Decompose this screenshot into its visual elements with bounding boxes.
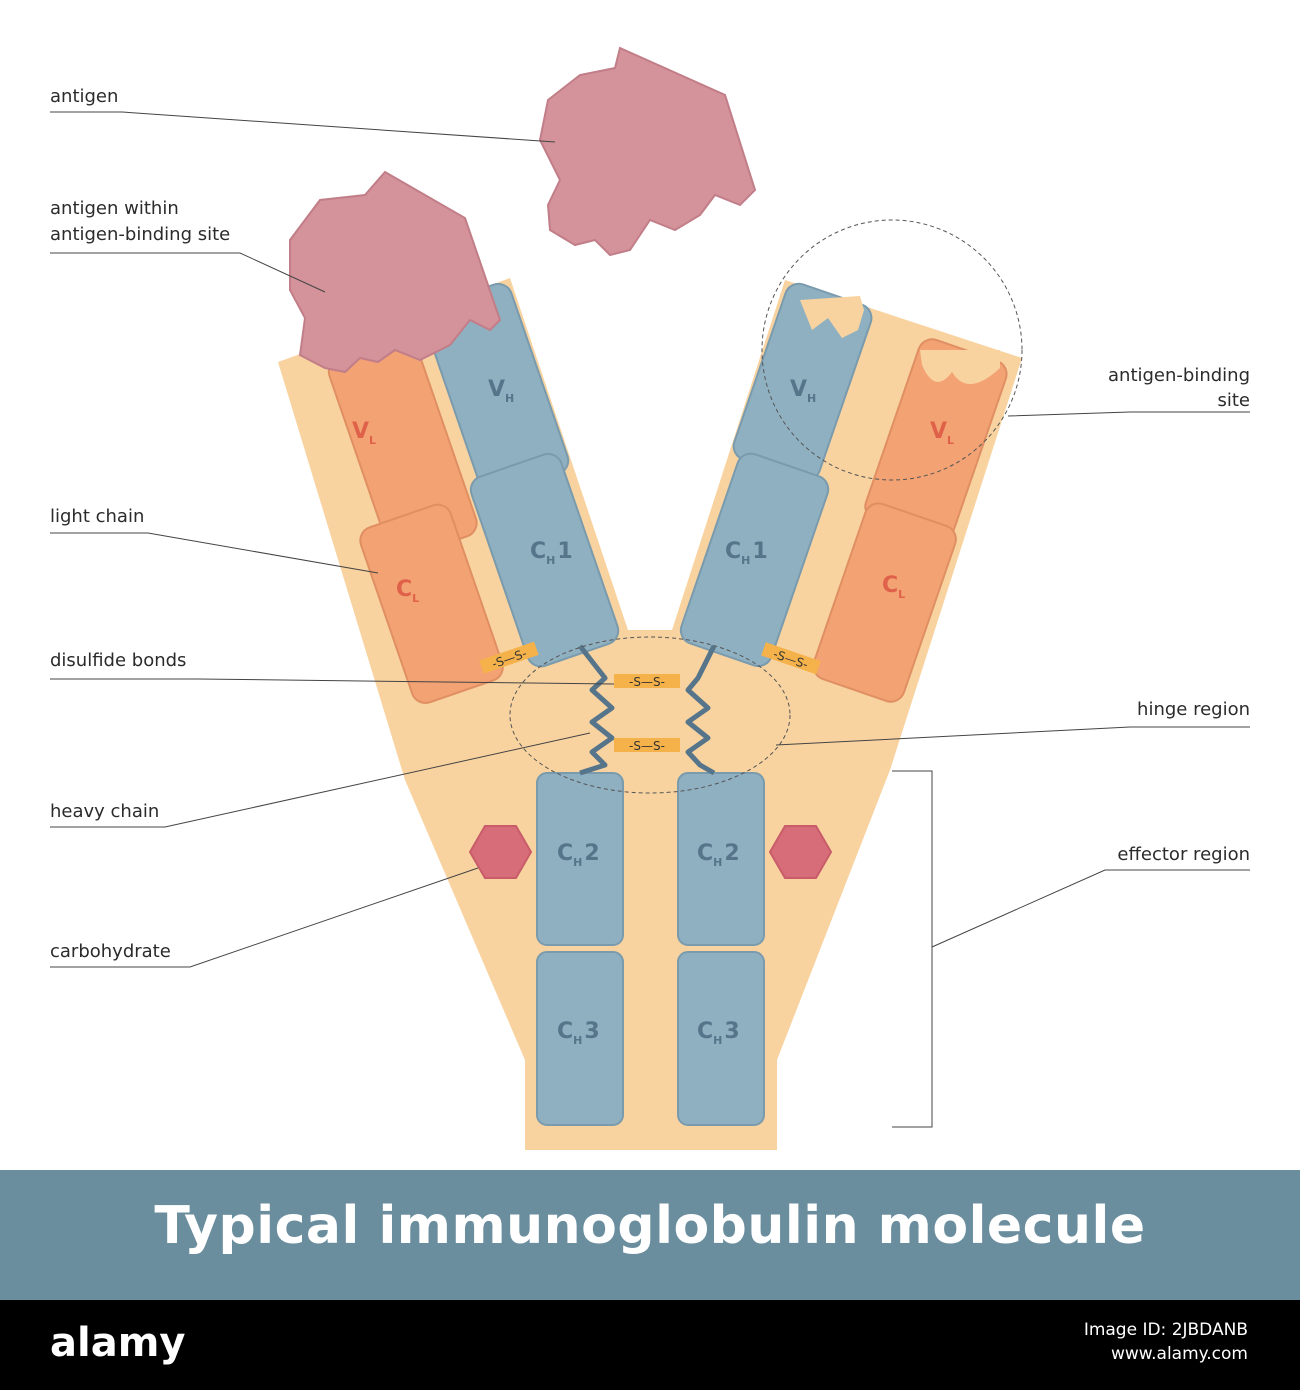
antigen-free xyxy=(538,46,757,257)
label-light-chain: light chain xyxy=(50,506,144,527)
label-antigen-binding-site-line2: site xyxy=(1217,390,1250,411)
leader-antigen xyxy=(50,111,556,143)
leader-heavy-chain xyxy=(50,732,591,828)
heavy-chain-hinge-right xyxy=(685,644,717,776)
carbohydrate-left xyxy=(468,825,533,879)
leader-antigen-binding-site xyxy=(1007,411,1250,417)
label-carbohydrate: carbohydrate xyxy=(50,941,171,962)
image-id-block: Image ID: 2JBDANB www.alamy.com xyxy=(1084,1318,1248,1366)
binding-site-notch-vh xyxy=(800,296,864,338)
domain-label-ch2-left: CH2 xyxy=(557,841,600,869)
title-banner xyxy=(0,1170,1300,1300)
cl-domain-left xyxy=(359,503,504,704)
domain-label-vl-right: VL xyxy=(930,419,954,447)
antigen-bound xyxy=(289,170,502,374)
site-url: www.alamy.com xyxy=(1110,1344,1248,1364)
diagram-title: Typical immunoglobulin molecule xyxy=(154,1196,1146,1256)
leader-hinge-region xyxy=(775,726,1250,746)
label-antigen-within-line1: antigen within xyxy=(50,198,179,219)
heavy-chain-hinge-left xyxy=(578,644,615,776)
leader-disulfide-bonds xyxy=(50,678,615,685)
ch3-domain-left xyxy=(536,951,624,1126)
domain-label-vh-right: VH xyxy=(790,377,816,405)
image-id: Image ID: 2JBDANB xyxy=(1083,1320,1248,1340)
disulfide-bond-text: -S—S- xyxy=(629,739,665,753)
label-heavy-chain: heavy chain xyxy=(50,801,159,822)
label-hinge-region: hinge region xyxy=(1137,699,1250,720)
cl-domain-right xyxy=(812,502,957,703)
effector-region-bracket xyxy=(892,770,933,1128)
ch1-domain-right xyxy=(679,452,830,668)
label-antigen-within-line2: antigen-binding site xyxy=(50,224,230,245)
domain-label-cl-left: CL xyxy=(396,577,419,605)
domain-label-ch1-left: CH1 xyxy=(530,539,573,567)
leader-light-chain xyxy=(50,532,379,574)
carbohydrate-right xyxy=(768,825,833,879)
label-antigen: antigen xyxy=(50,86,118,107)
domain-label-ch3-right: CH3 xyxy=(697,1019,740,1047)
stock-footer xyxy=(0,1300,1300,1390)
antigen-binding-site-outline xyxy=(761,219,1023,481)
hinge-region-outline xyxy=(509,636,791,794)
domain-label-cl-right: CL xyxy=(882,573,905,601)
label-disulfide-bonds: disulfide bonds xyxy=(50,650,186,671)
disulfide-bond-text: -S—S- xyxy=(629,675,665,689)
disulfide-bond-hinge-top xyxy=(614,674,680,688)
leader-antigen-within xyxy=(50,252,326,293)
domain-label-ch1-right: CH1 xyxy=(725,539,768,567)
alamy-logo: alamy xyxy=(50,1320,186,1366)
domain-label-vh-left: VH xyxy=(488,377,514,405)
leader-effector-region xyxy=(931,869,1250,948)
ch1-domain-left xyxy=(469,452,620,668)
domain-label-ch3-left: CH3 xyxy=(557,1019,600,1047)
binding-site-notch-vl xyxy=(920,350,1000,385)
disulfide-bond-left-arm xyxy=(479,641,539,674)
disulfide-bond-right-arm xyxy=(761,642,821,675)
label-effector-region: effector region xyxy=(1117,844,1250,865)
ch2-domain-right xyxy=(677,772,765,946)
domain-label-vl-left: VL xyxy=(352,419,376,447)
domain-label-ch2-right: CH2 xyxy=(697,841,740,869)
disulfide-bond-hinge-bottom xyxy=(614,738,680,752)
immunoglobulin-diagram: -S—S- -S—S- -S—S- -S—S- VL CL VH CH1 VH … xyxy=(50,46,1250,1150)
ch3-domain-right xyxy=(677,951,765,1126)
leader-carbohydrate xyxy=(50,867,479,968)
label-antigen-binding-site-line1: antigen-binding xyxy=(1108,365,1250,386)
